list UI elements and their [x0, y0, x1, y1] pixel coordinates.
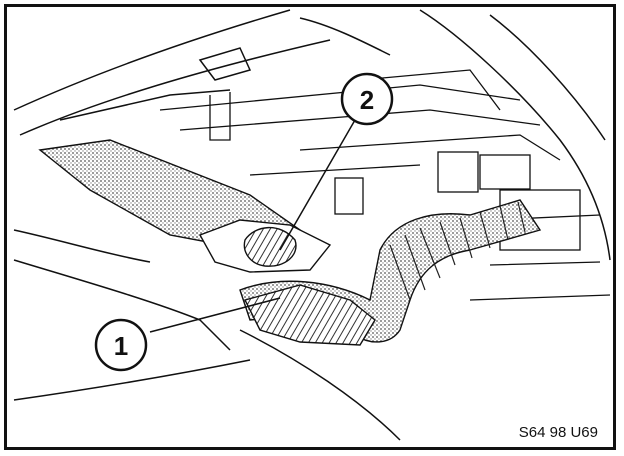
callout-2: 2 — [340, 72, 394, 126]
leader-line-1 — [149, 297, 281, 333]
callout-2-label: 2 — [360, 85, 374, 115]
fastener-screw — [243, 226, 297, 267]
duct-ribs — [389, 201, 526, 301]
figure-reference-code: S64 98 U69 — [519, 424, 598, 441]
leader-line-2 — [279, 119, 356, 251]
callout-1-label: 1 — [114, 331, 128, 361]
callout-1: 1 — [94, 318, 148, 372]
dashboard-outline — [13, 9, 611, 441]
mounting-bracket — [198, 219, 332, 273]
lower-duct-section — [243, 284, 376, 346]
